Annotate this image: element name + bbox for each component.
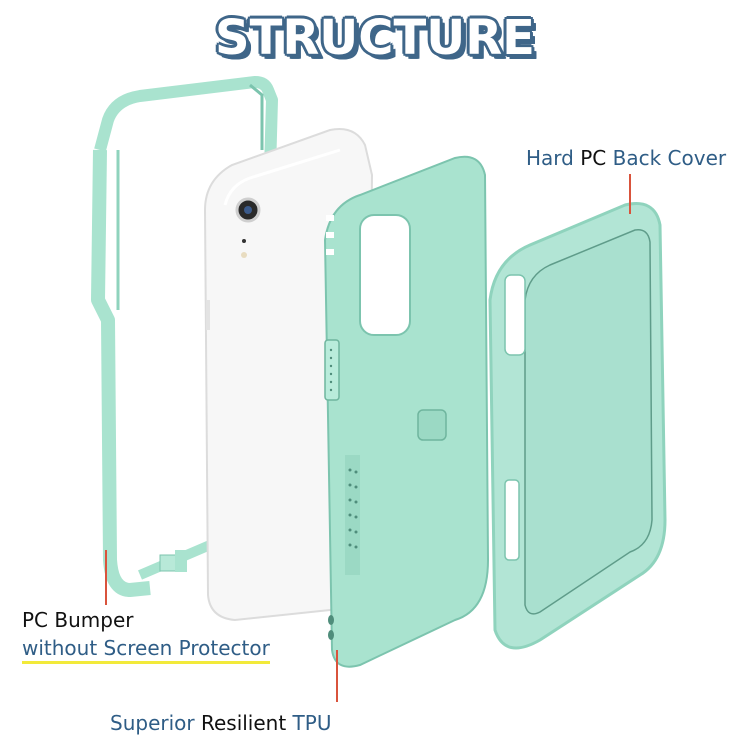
bumper-label-line1: PC Bumper (22, 608, 134, 632)
tpu-pointer-line (336, 650, 338, 702)
bumper-pointer-line (105, 550, 107, 605)
tpu-label: Superior Resilient TPU (110, 711, 332, 735)
back-cover-pointer-line (629, 174, 631, 214)
tpu-case-icon (323, 155, 490, 668)
bumper-label-line2: without Screen Protector (22, 636, 270, 664)
page-title: STRUCTURE (215, 10, 535, 66)
back-cover-label: Hard PC Back Cover (526, 146, 727, 170)
pc-bumper-frame-icon (91, 76, 278, 597)
back-cover-icon (488, 202, 667, 650)
